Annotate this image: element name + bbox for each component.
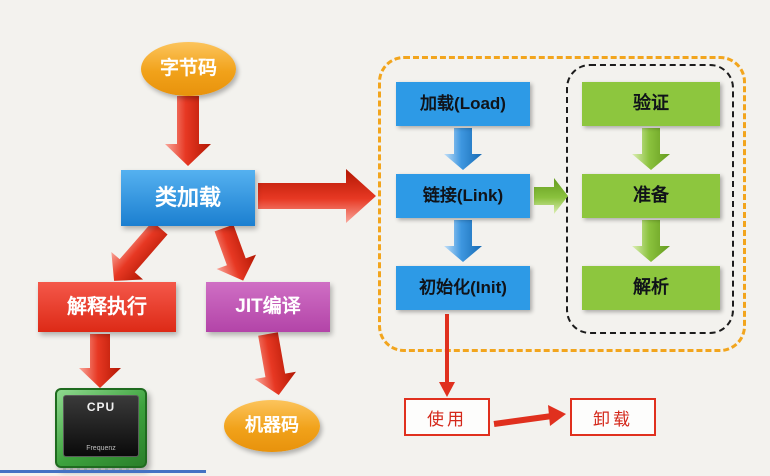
cpu-chip-screen: CPU Frequenz	[63, 395, 139, 457]
substage-resolve-node: 解析	[582, 266, 720, 310]
jit-compile-node: JIT编译	[206, 282, 330, 332]
class-loading-stages-group	[378, 56, 746, 352]
machine-code-node: 机器码	[224, 400, 320, 452]
class-loading-node: 类加载	[121, 170, 255, 226]
interpret-execute-node: 解释执行	[38, 282, 176, 332]
arrow-use-to-unload	[493, 405, 566, 427]
use-node: 使用	[404, 398, 490, 436]
bottom-accent-line	[0, 470, 206, 473]
substage-prepare-node: 准备	[582, 174, 720, 218]
arrow-classloading-to-jit	[214, 224, 257, 281]
cpu-label: CPU	[86, 400, 116, 414]
bytecode-node: 字节码	[141, 42, 236, 96]
arrow-interpret-to-cpu	[79, 334, 121, 388]
substage-verify-node: 验证	[582, 82, 720, 126]
cpu-sublabel: Frequenz	[86, 445, 116, 452]
arrow-classloading-to-stages	[258, 169, 376, 223]
arrow-jit-to-machinecode	[254, 332, 296, 396]
arrow-bytecode-to-classloading	[165, 96, 211, 166]
stage-link-node: 链接(Link)	[396, 174, 530, 218]
stage-load-node: 加载(Load)	[396, 82, 530, 126]
cpu-illustration: CPU Frequenz	[55, 388, 147, 473]
unload-node: 卸载	[570, 398, 656, 436]
stage-init-node: 初始化(Init)	[396, 266, 530, 310]
